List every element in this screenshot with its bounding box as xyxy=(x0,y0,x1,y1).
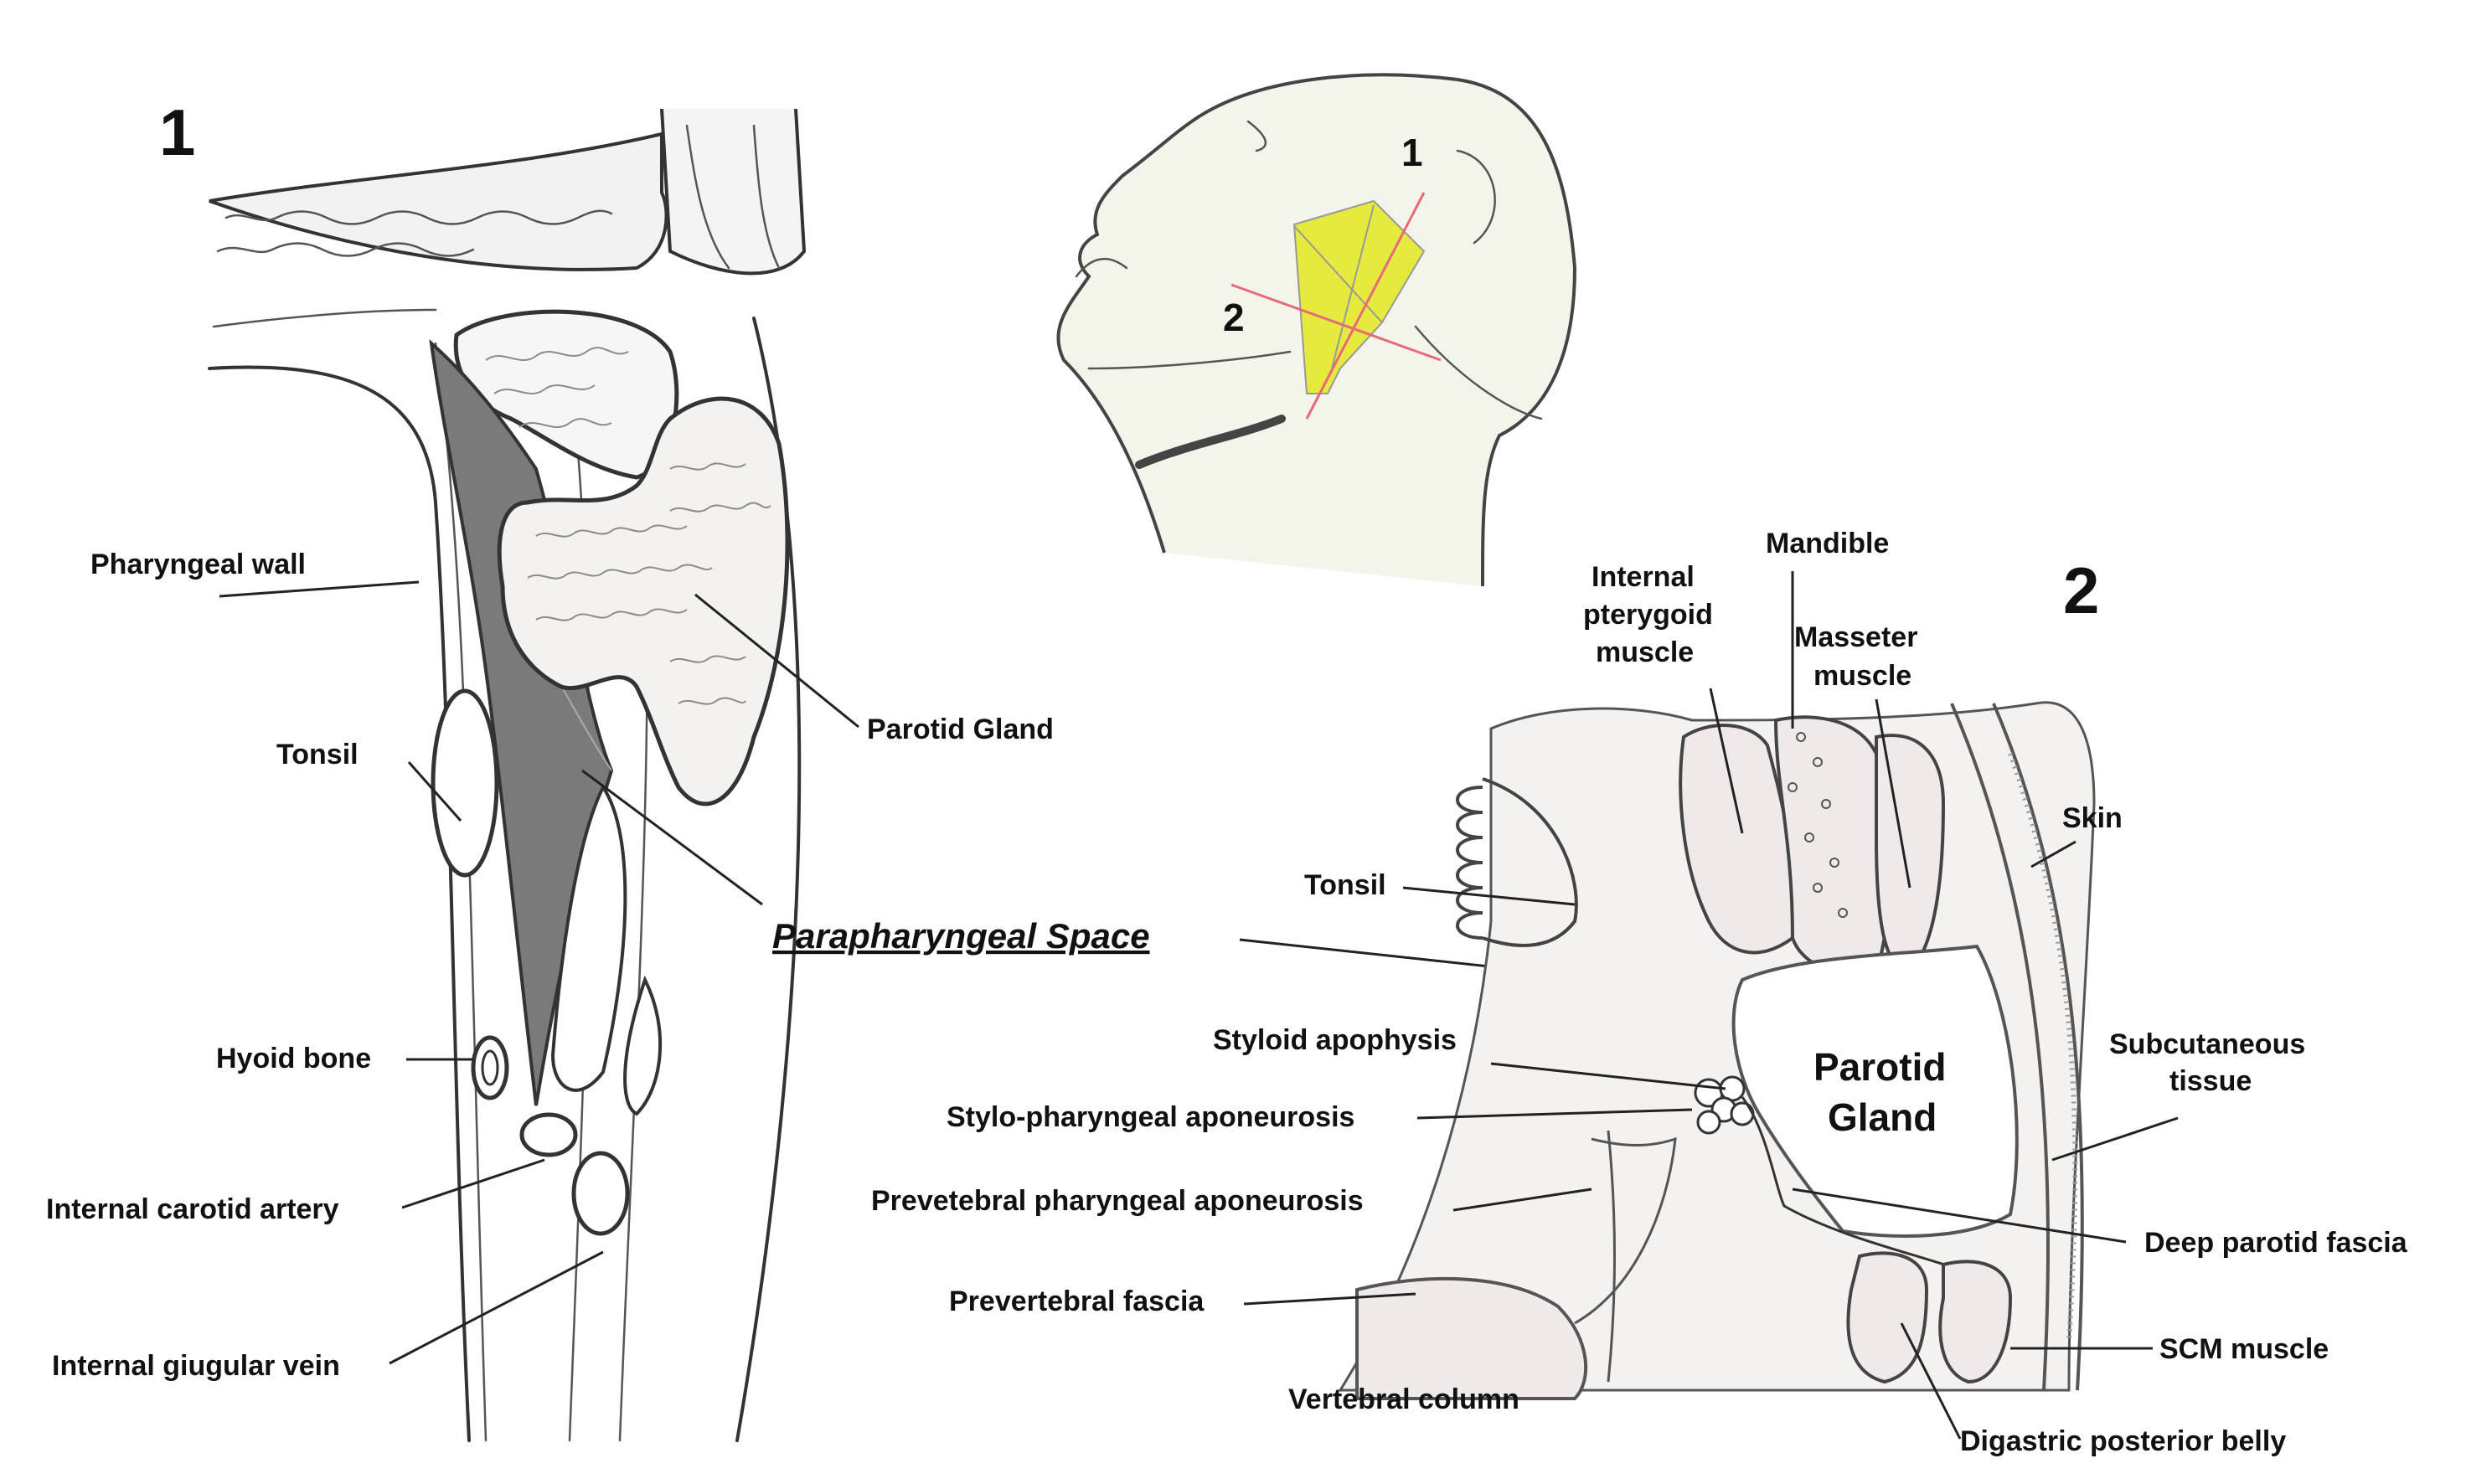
head-illustration xyxy=(1056,73,1577,587)
label-pharyngeal-wall: Pharyngeal wall xyxy=(90,549,306,580)
label-masseter-line1: Masseter xyxy=(1794,621,1917,653)
label-tonsil-2: Tonsil xyxy=(1304,869,1386,901)
label-hyoid-bone: Hyoid bone xyxy=(216,1043,371,1074)
label-stylo-pharyngeal-aponeurosis: Stylo-pharyngeal aponeurosis xyxy=(947,1101,1354,1133)
label-internal-pterygoid-line3: muscle xyxy=(1596,636,1694,668)
skull-base xyxy=(209,131,668,271)
label-skin: Skin xyxy=(2062,802,2123,834)
parotid-gland-1 xyxy=(497,396,790,806)
label-tonsil-1: Tonsil xyxy=(276,739,359,770)
label-parotid-gland-1: Parotid Gland xyxy=(867,714,1054,745)
label-deep-parotid-fascia: Deep parotid fascia xyxy=(2144,1227,2408,1259)
panel-1-drawing xyxy=(208,108,807,1442)
label-prevertebral-pharyngeal-aponeurosis: Prevetebral pharyngeal aponeurosis xyxy=(871,1185,1364,1217)
parapharyngeal-space-region xyxy=(429,338,614,1106)
cut-line-1 xyxy=(1305,192,1426,420)
label-scm-muscle: SCM muscle xyxy=(2159,1333,2329,1365)
label-parotid-line2: Gland xyxy=(1828,1095,1937,1139)
panel-1-leaders xyxy=(219,580,859,1365)
label-parapharyngeal-space: Parapharyngeal Space xyxy=(772,916,1150,956)
head-number-2: 2 xyxy=(1223,296,1245,339)
head-number-1: 1 xyxy=(1401,131,1423,174)
label-internal-jugular-vein: Internal giugular vein xyxy=(52,1350,340,1382)
parotid-gland-2 xyxy=(1731,944,2019,1238)
label-styloid-apophysis: Styloid apophysis xyxy=(1213,1024,1457,1056)
label-subcutaneous-line2: tissue xyxy=(2169,1065,2252,1097)
label-digastric-posterior-belly: Digastric posterior belly xyxy=(1960,1425,2286,1457)
cut-line-2 xyxy=(1230,283,1442,362)
label-internal-carotid-artery: Internal carotid artery xyxy=(46,1193,339,1225)
label-vertebral-column: Vertebral column xyxy=(1288,1384,1519,1415)
label-subcutaneous-line1: Subcutaneous xyxy=(2109,1028,2305,1060)
panel-number-2: 2 xyxy=(2063,554,2099,627)
label-masseter-line2: muscle xyxy=(1813,660,1911,692)
panel-2-leaders xyxy=(1243,571,2179,1440)
label-mandible: Mandible xyxy=(1766,528,1889,559)
panel-number-1: 1 xyxy=(159,95,195,169)
label-internal-pterygoid-line2: pterygoid xyxy=(1583,599,1713,631)
panel-2-drawing xyxy=(1338,701,2096,1400)
label-internal-pterygoid-line1: Internal xyxy=(1592,561,1695,593)
label-prevertebral-fascia: Prevertebral fascia xyxy=(949,1286,1205,1317)
label-parotid-line1: Parotid xyxy=(1813,1045,1946,1089)
